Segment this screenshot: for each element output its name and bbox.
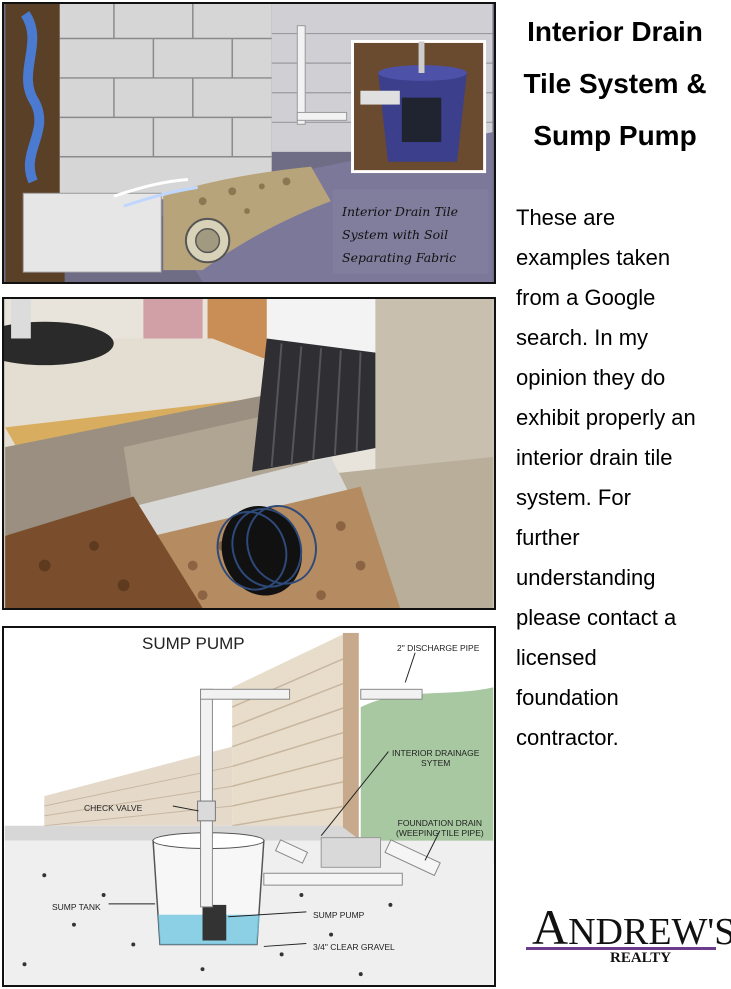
body-line: understanding (516, 565, 656, 590)
drain-pipe-photo (2, 297, 496, 610)
drain-tile-illustration: Interior Drain Tile System with Soil Sep… (2, 2, 496, 284)
heading-line: Tile System & (523, 68, 707, 99)
foundation-drain-label-line1: FOUNDATION DRAIN (397, 818, 483, 828)
heading-line: Interior Drain (527, 16, 703, 47)
body-line: opinion they do (516, 365, 666, 390)
logo-underline (526, 947, 716, 950)
caption-line: Separating Fabric (342, 250, 457, 265)
logo-wordmark: ANDREW'S (532, 898, 731, 956)
foundation-drain-label-line2: (WEEPING TILE PIPE) (396, 828, 484, 838)
body-paragraph: These are examples taken from a Google s… (516, 198, 730, 758)
body-line: system. For (516, 485, 631, 510)
clear-gravel-label: 3/4" CLEAR GRAVEL (313, 942, 395, 952)
body-line: interior drain tile (516, 445, 673, 470)
body-line: from a Google (516, 285, 656, 310)
body-line: These are (516, 205, 616, 230)
body-line: please contact a (516, 605, 677, 630)
logo-rest: NDREW'S (568, 911, 731, 953)
sump-tank-label: SUMP TANK (52, 902, 101, 912)
discharge-pipe-label: 2" DISCHARGE PIPE (397, 643, 480, 653)
heading-line: Sump Pump (533, 120, 697, 151)
sump-pump-drawing (4, 632, 494, 985)
andrews-realty-logo: ANDREW'S REALTY (520, 888, 731, 968)
logo-initial: A (532, 899, 569, 955)
drain-tile-drawing (5, 4, 493, 282)
caption-line: System with Soil (342, 227, 449, 242)
body-line: foundation (516, 685, 619, 710)
interior-drainage-label-line1: INTERIOR DRAINAGE (392, 748, 480, 758)
drain-tile-caption: Interior Drain Tile System with Soil Sep… (342, 200, 492, 269)
drain-pipe-drawing (4, 299, 493, 608)
body-line: search. In my (516, 325, 649, 350)
body-line: exhibit properly an (516, 405, 696, 430)
interior-drainage-label: INTERIOR DRAINAGE SYTEM (392, 748, 479, 768)
foundation-drain-label: FOUNDATION DRAIN (WEEPING TILE PIPE) (396, 818, 484, 838)
caption-line: Interior Drain Tile (342, 204, 459, 219)
body-line: further (516, 525, 580, 550)
body-line: contractor. (516, 725, 619, 750)
body-line: examples taken (516, 245, 671, 270)
sump-pump-label: SUMP PUMP (313, 910, 365, 920)
check-valve-label: CHECK VALVE (84, 803, 143, 813)
sump-pump-diagram: SUMP PUMP 2" DISCHARGE PIPE INTERIOR DRA… (2, 626, 496, 987)
page-heading: Interior Drain Tile System & Sump Pump (500, 6, 730, 162)
body-line: licensed (516, 645, 597, 670)
sump-pump-title: SUMP PUMP (142, 634, 245, 653)
logo-subtitle: REALTY (610, 950, 672, 966)
interior-drainage-label-line2: SYTEM (421, 758, 451, 768)
